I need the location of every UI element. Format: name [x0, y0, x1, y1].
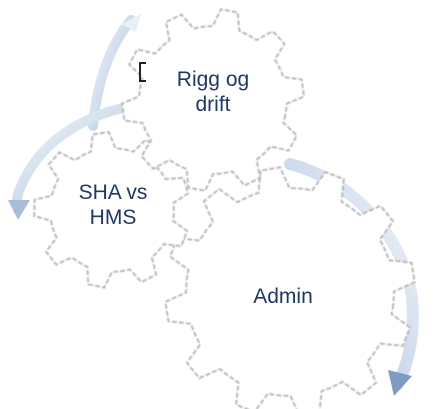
gear-label-rigg-og-drift: Rigg og drift — [176, 68, 250, 117]
arrow-left — [8, 99, 155, 220]
gear-label-admin: Admin — [253, 285, 313, 308]
gear-label-sha-vs-hms: SHA vs HMS — [78, 181, 148, 230]
gear-admin — [164, 166, 416, 409]
bracket-mark — [139, 62, 146, 82]
gear-rigg — [121, 8, 305, 192]
